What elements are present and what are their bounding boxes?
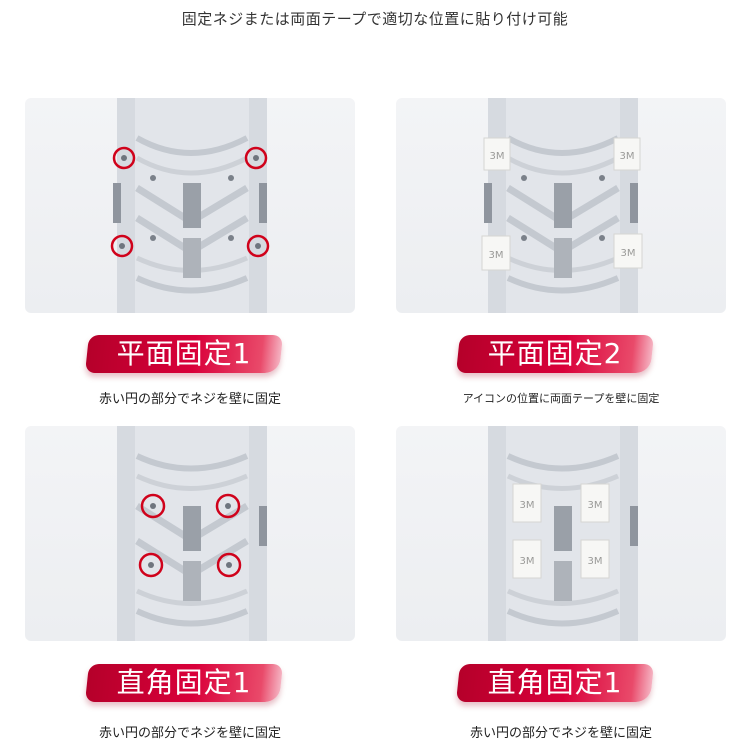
svg-text:3M: 3M [588,556,603,567]
tape-3m-icon: 3M [481,235,511,271]
tape-3m-icon: 3M [483,137,511,171]
mount-bracket-illustration: 3M 3M 3M 3M [488,426,638,641]
product-photo [25,98,355,313]
mount-bracket-illustration: 3M 3M 3M 3M [481,98,643,313]
svg-text:3M: 3M [588,500,603,511]
badge-label: 直角固定1 [487,666,623,699]
screw-position-circle [246,234,270,258]
tape-3m-icon: 3M [580,483,610,523]
panel-caption: 赤い円の部分でネジを壁に固定 [98,392,281,407]
badge-label: 平面固定2 [487,337,623,370]
panel-caption: 赤い円の部分でネジを壁に固定 [98,726,281,741]
panel-right-angle-screw: 直角固定1 赤い円の部分でネジを壁に固定 [25,426,355,741]
product-photo [25,426,355,641]
tape-3m-icon: 3M [512,483,542,523]
headline: 固定ネジまたは両面テープで適切な位置に貼り付け可能 [181,10,569,28]
screw-position-circle [216,552,242,578]
mount-bracket-illustration [110,98,270,313]
screw-position-circle [110,234,134,258]
screw-position-circle [244,146,268,170]
svg-text:3M: 3M [520,500,535,511]
badge-label: 平面固定1 [116,337,252,370]
panel-right-angle-tape: 3M 3M 3M 3M 直角固定1 赤い円の部分でネジを壁に固定 [396,426,726,741]
svg-text:3M: 3M [489,250,504,261]
screw-position-circle [215,493,241,519]
screw-position-circle [138,552,164,578]
tape-3m-icon: 3M [613,233,643,269]
tape-3m-icon: 3M [613,137,641,171]
svg-text:3M: 3M [490,151,505,162]
product-photo: 3M 3M 3M 3M [396,98,726,313]
panel-flat-tape: 3M 3M 3M 3M 平面固定2 アイコンの位置に両面テープを壁に固定 [396,98,726,408]
svg-text:3M: 3M [520,556,535,567]
mount-bracket-illustration [117,426,267,641]
panel-flat-screw: 平面固定1 赤い円の部分でネジを壁に固定 [25,98,355,408]
tape-3m-icon: 3M [580,539,610,579]
product-photo: 3M 3M 3M 3M [396,426,726,641]
svg-text:3M: 3M [621,248,636,259]
badge-label: 直角固定1 [116,666,252,699]
svg-text:3M: 3M [620,151,635,162]
panel-caption: アイコンの位置に両面テープを壁に固定 [462,392,660,405]
tape-3m-icon: 3M [512,539,542,579]
screw-position-circle [140,493,166,519]
panel-caption: 赤い円の部分でネジを壁に固定 [469,726,652,741]
screw-position-circle [112,146,136,170]
